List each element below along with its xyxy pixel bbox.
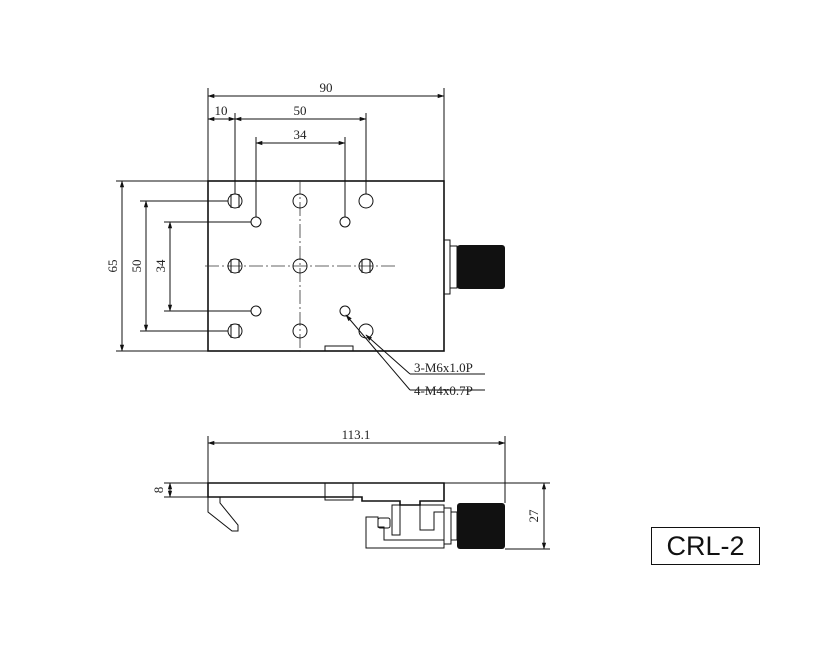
side-center-block bbox=[324, 482, 354, 501]
dim-height-inner-label: 34 bbox=[153, 259, 168, 273]
top-view: 90 10 50 34 65 50 34 bbox=[105, 80, 505, 398]
callout-thread-m4: 4-M4x0.7P bbox=[414, 383, 473, 398]
side-clamp-screw bbox=[377, 517, 391, 529]
side-clamp-rail bbox=[391, 504, 401, 536]
side-top-plate bbox=[207, 482, 445, 506]
micrometer-knob-top bbox=[443, 239, 505, 295]
callout-thread-m6: 3-M6x1.0P bbox=[414, 360, 473, 375]
micrometer-knob-side bbox=[443, 503, 505, 549]
dim-total-height-label: 27 bbox=[526, 509, 541, 523]
dim-hole-pitch-inner-label: 34 bbox=[294, 127, 308, 142]
side-view: 113.1 8 27 bbox=[151, 427, 550, 550]
bottom-tab bbox=[324, 345, 354, 352]
mounting-holes-small bbox=[250, 216, 351, 317]
dim-width-label: 90 bbox=[320, 80, 333, 95]
mounting-holes-large bbox=[227, 193, 374, 339]
dim-top-thickness-label: 8 bbox=[151, 487, 166, 494]
side-left-hook bbox=[207, 497, 239, 532]
dim-length-label: 113.1 bbox=[342, 427, 371, 442]
side-clamp-right bbox=[419, 504, 445, 531]
dim-height-outer-label: 50 bbox=[129, 260, 144, 273]
dim-hole-offset-label: 10 bbox=[215, 103, 228, 118]
dim-hole-pitch-outer-label: 50 bbox=[294, 103, 307, 118]
thread-callouts bbox=[345, 314, 485, 391]
dim-height-label: 65 bbox=[105, 260, 120, 273]
model-label: CRL-2 bbox=[651, 527, 760, 565]
